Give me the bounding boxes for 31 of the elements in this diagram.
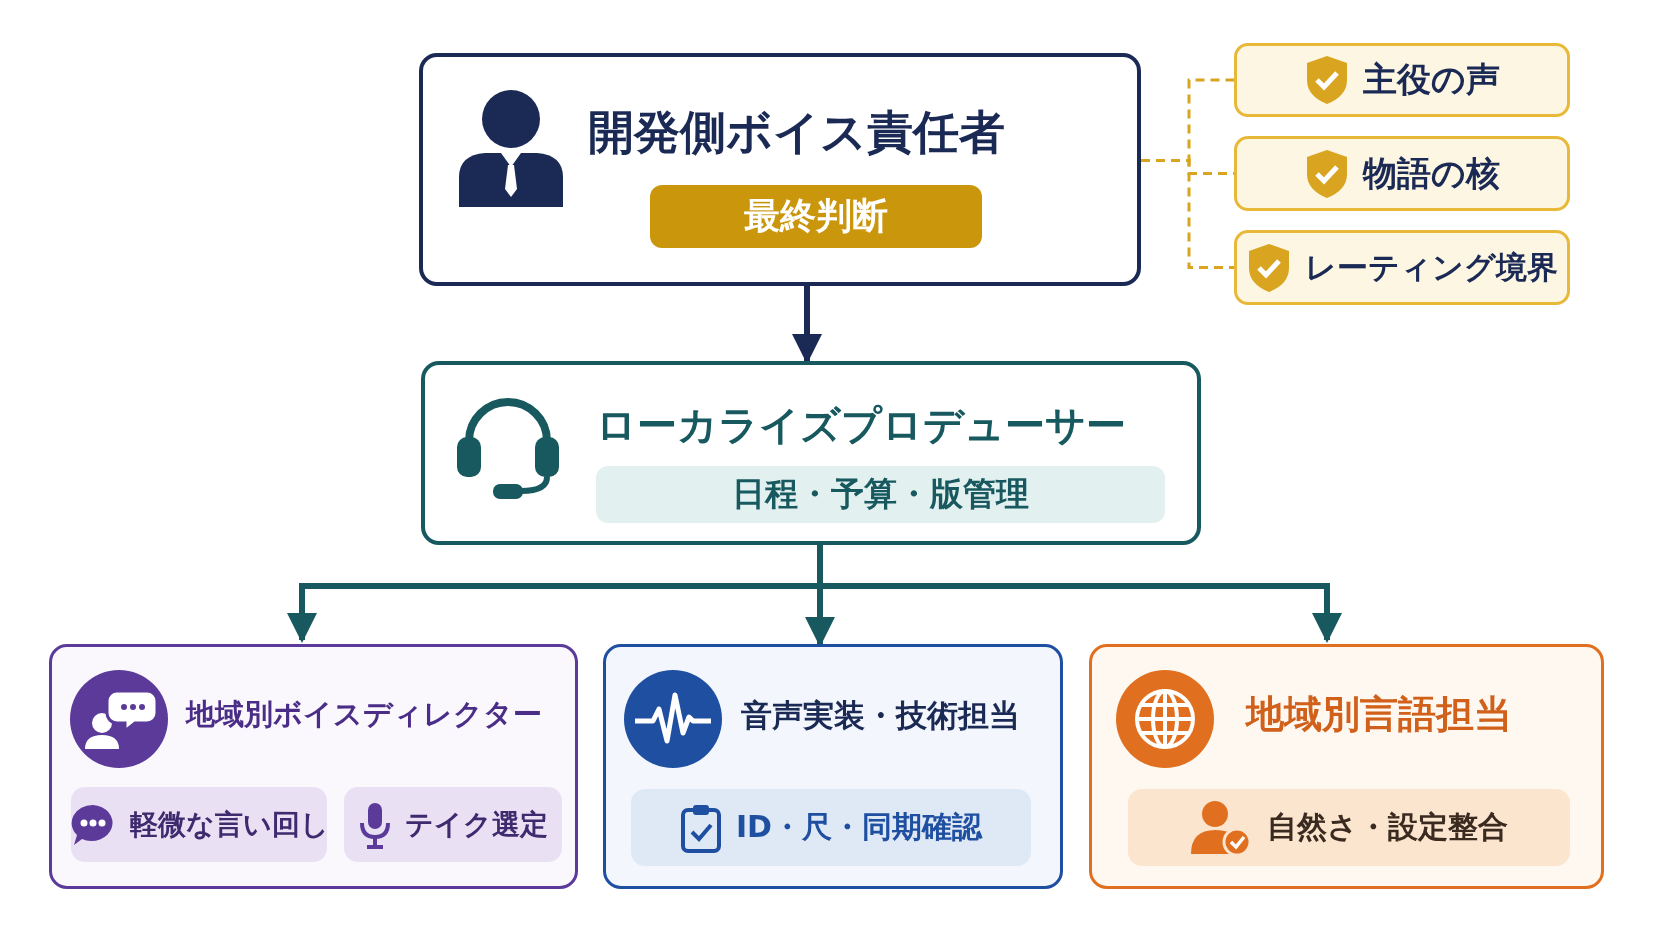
role-card xyxy=(421,361,1201,545)
role-badge xyxy=(650,185,982,248)
role-card xyxy=(1089,644,1604,889)
duty-chip xyxy=(71,787,327,862)
duty-label: テイク選定 xyxy=(404,806,548,843)
duty-label: ID・尺・同期確認 xyxy=(735,808,983,846)
duty-label: 自然さ・設定整合 xyxy=(1266,808,1508,846)
duty-label: 物語の核 xyxy=(1362,151,1500,195)
role-card xyxy=(49,644,578,889)
arrow xyxy=(817,545,1342,643)
duty-chip xyxy=(631,789,1031,866)
responsibility-tag xyxy=(1234,43,1570,117)
duty-label: レーティング境界 xyxy=(1304,247,1558,287)
duty-chip xyxy=(1128,789,1570,866)
duty-band xyxy=(596,466,1165,523)
role-title: 地域別ボイスディレクター xyxy=(186,696,542,734)
role-card xyxy=(603,644,1063,889)
duty-label: 最終判断 xyxy=(744,194,888,238)
role-title: 音声実装・技術担当 xyxy=(741,695,1020,735)
role-card xyxy=(419,53,1141,286)
duty-label: 軽微な言い回し xyxy=(129,806,329,843)
role-title: 開発側ボイス責任者 xyxy=(588,104,1005,162)
duty-label: 日程・予算・版管理 xyxy=(732,473,1029,515)
role-title: 地域別言語担当 xyxy=(1246,691,1512,739)
responsibility-tag xyxy=(1234,136,1570,211)
role-title: ローカライズプロデューサー xyxy=(596,401,1126,450)
duty-label: 主役の声 xyxy=(1362,58,1500,101)
duty-chip xyxy=(344,787,562,862)
dashed-connector xyxy=(1141,159,1234,269)
responsibility-tag xyxy=(1234,230,1570,305)
arrow xyxy=(792,286,822,364)
